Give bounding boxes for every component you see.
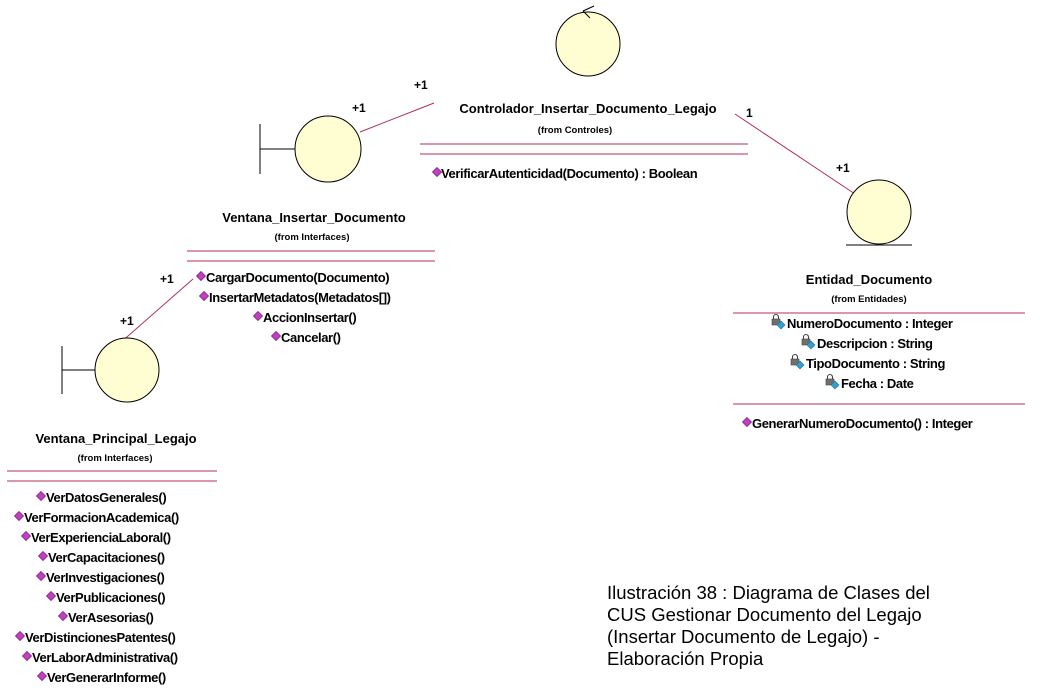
caption-line: Ilustración 38 : Diagrama de Clases del xyxy=(607,582,930,603)
caption-line: Elaboración Propia xyxy=(607,648,764,669)
operation-item: VerFormacionAcademica() xyxy=(24,510,179,525)
operation-item: VerDistincionesPatentes() xyxy=(25,630,175,645)
attribute-item: Descripcion : String xyxy=(817,336,933,351)
operation-icon xyxy=(21,531,31,541)
operation-icon xyxy=(58,611,68,621)
entity-class[interactable]: Entidad_Documento (from Entidades) Numer… xyxy=(733,179,1025,431)
attribute-icon xyxy=(771,313,786,330)
figure-caption: Ilustración 38 : Diagrama de Clases del … xyxy=(607,582,1027,670)
association-main-insert xyxy=(119,278,194,344)
operation-item: CargarDocumento(Documento) xyxy=(206,270,389,285)
operation-item: VerificarAutenticidad(Documento) : Boole… xyxy=(441,166,698,181)
operation-icon xyxy=(36,571,46,581)
attribute-icon xyxy=(790,353,805,370)
multiplicities: +1 +1 1 +1 +1 +1 xyxy=(120,78,850,328)
operation-icon xyxy=(14,511,24,521)
multiplicity-label: +1 xyxy=(120,314,134,328)
operation-icon xyxy=(22,651,32,661)
multiplicity-label: +1 xyxy=(414,78,428,92)
attribute-item: NumeroDocumento : Integer xyxy=(787,316,953,331)
operation-item: VerLaborAdministrativa() xyxy=(32,650,178,665)
window-main-class-name: Ventana_Principal_Legajo xyxy=(35,431,196,446)
operation-icon xyxy=(742,417,752,427)
caption-line: (Insertar Documento de Legajo) - xyxy=(607,626,880,647)
operation-item: VerInvestigaciones() xyxy=(46,570,165,585)
operation-icon xyxy=(199,291,209,301)
attribute-icon xyxy=(825,373,840,390)
operation-icon xyxy=(46,591,56,601)
operation-item: AccionInsertar() xyxy=(263,310,356,325)
operation-item: VerAsesorias() xyxy=(68,610,154,625)
operation-item: VerExperienciaLaboral() xyxy=(31,530,171,545)
association-window-controller xyxy=(359,102,435,133)
controller-package-note: (from Controles) xyxy=(538,125,612,136)
multiplicity-label: +1 xyxy=(352,101,366,115)
entity-class-name: Entidad_Documento xyxy=(806,272,932,287)
associations xyxy=(119,102,859,344)
caption-line: CUS Gestionar Documento del Legajo xyxy=(607,604,922,625)
window-main-package-note: (from Interfaces) xyxy=(78,453,153,464)
operation-icon xyxy=(196,271,206,281)
window-insert-class[interactable]: Ventana_Insertar_Documento (from Interfa… xyxy=(187,115,435,345)
multiplicity-label: 1 xyxy=(746,106,753,120)
window-main-class[interactable]: Ventana_Principal_Legajo (from Interface… xyxy=(7,337,217,685)
entity-package-note: (from Entidades) xyxy=(831,294,906,305)
boundary-stereotype-icon xyxy=(61,337,160,403)
window-insert-package-note: (from Interfaces) xyxy=(275,232,350,243)
operation-icon xyxy=(253,311,263,321)
window-insert-class-name: Ventana_Insertar_Documento xyxy=(222,210,406,225)
controller-class-name: Controlador_Insertar_Documento_Legajo xyxy=(459,101,716,116)
operation-icon xyxy=(37,671,47,681)
controller-class[interactable]: Controlador_Insertar_Documento_Legajo (f… xyxy=(420,5,748,181)
attribute-icon xyxy=(801,333,816,350)
operation-item: VerPublicaciones() xyxy=(56,590,165,605)
operation-item: GenerarNumeroDocumento() : Integer xyxy=(752,416,973,431)
operation-item: VerCapacitaciones() xyxy=(48,550,165,565)
association-controller-entity xyxy=(734,113,859,197)
multiplicity-label: +1 xyxy=(836,161,850,175)
control-stereotype-icon xyxy=(555,5,621,77)
multiplicity-label: +1 xyxy=(160,272,174,286)
boundary-stereotype-icon xyxy=(259,115,362,183)
entity-stereotype-icon xyxy=(846,179,912,246)
operation-icon xyxy=(271,331,281,341)
attribute-item: Fecha : Date xyxy=(841,376,914,391)
attribute-item: TipoDocumento : String xyxy=(806,356,945,371)
operation-icon xyxy=(38,551,48,561)
operation-icon xyxy=(36,491,46,501)
operation-item: Cancelar() xyxy=(281,330,341,345)
operation-icon xyxy=(15,631,25,641)
operation-item: VerGenerarInforme() xyxy=(47,670,166,685)
operation-item: VerDatosGenerales() xyxy=(46,490,166,505)
operation-item: InsertarMetadatos(Metadatos[]) xyxy=(209,290,391,305)
